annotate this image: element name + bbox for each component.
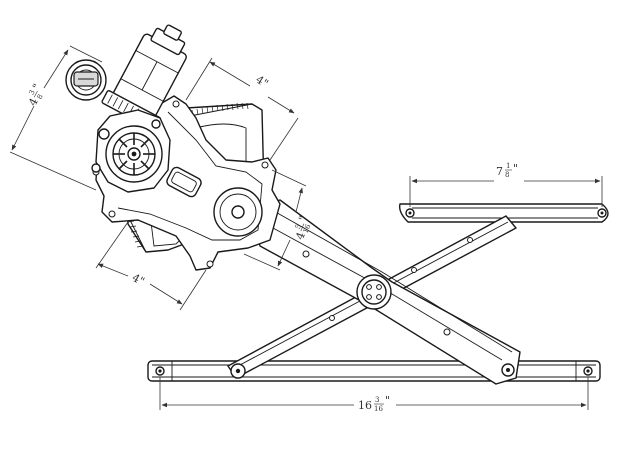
dim-16-whole: 16	[358, 399, 372, 412]
dim-16-den: 16	[374, 405, 383, 413]
dim-4-5-16-den: 16	[302, 223, 313, 235]
dim-4-3-8-den: 8	[36, 93, 45, 101]
top-right-rail	[398, 203, 609, 223]
bottom-rail	[147, 360, 601, 382]
dim-4-3-8-num: 3	[28, 89, 37, 97]
dim-7-whole: 7	[496, 165, 503, 178]
pivot-hub	[356, 274, 392, 310]
dimension-overall-length: 16 3 16 "	[159, 377, 589, 413]
dim-4-top-text: 4"	[253, 73, 270, 90]
dim-4-5-16-whole: 4	[293, 230, 308, 241]
dimension-4-5-16: 4 5 16 "	[243, 169, 313, 271]
motor-assembly	[65, 24, 187, 193]
dim-4-3-8-unit: "	[30, 82, 44, 93]
dim-7-den: 8	[505, 171, 509, 179]
connector-cap	[65, 59, 107, 101]
dim-16-unit: "	[385, 394, 390, 407]
dim-7-unit: "	[513, 162, 518, 175]
dim-16-num: 3	[375, 396, 379, 404]
dimension-top-rail: 7 1 8 "	[409, 162, 603, 207]
dim-4-bottom-text: 4"	[130, 271, 147, 288]
gearbox	[91, 109, 171, 193]
dimension-4-bottom: 4"	[95, 221, 207, 311]
dimension-4-top: 4"	[185, 57, 299, 161]
dim-4-5-16-num: 5	[294, 223, 303, 230]
dim-7-num: 1	[506, 162, 510, 170]
dim-4-5-16-unit: "	[296, 214, 310, 224]
